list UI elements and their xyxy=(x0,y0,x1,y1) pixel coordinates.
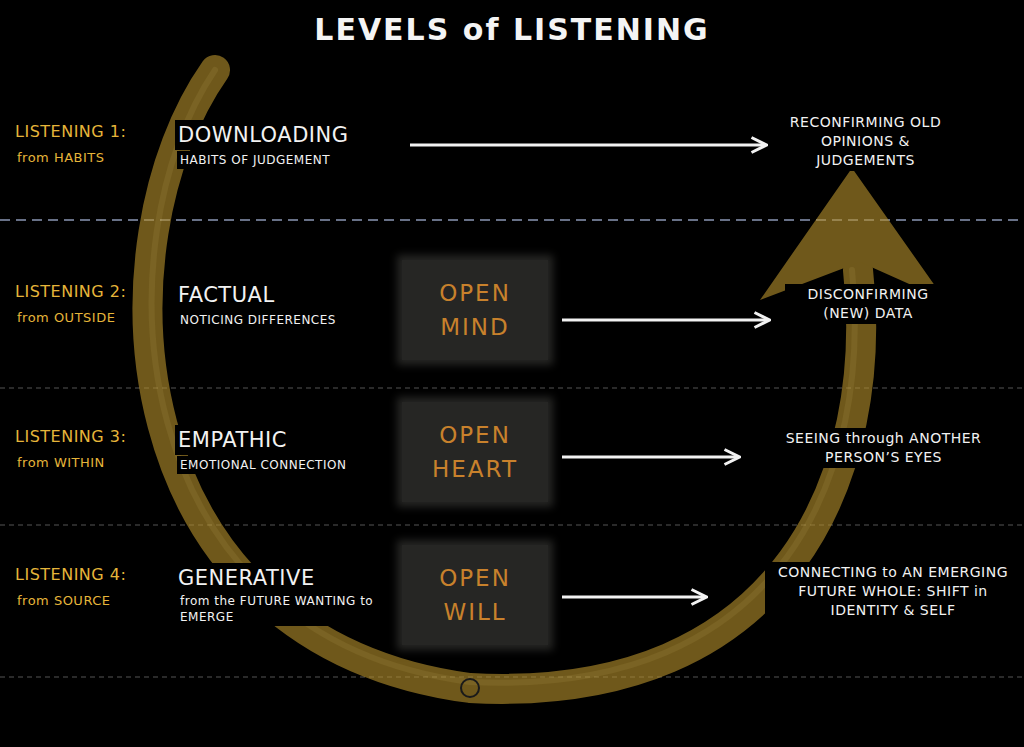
mindset-label: OPEN MIND xyxy=(439,276,511,345)
row-arrow xyxy=(410,144,765,147)
diagram-title: LEVELS of LISTENING xyxy=(308,12,715,47)
level-name: DOWNLOADING xyxy=(175,120,352,150)
mindset-label: OPEN WILL xyxy=(439,561,511,630)
mindset-box: OPEN MIND xyxy=(402,260,548,360)
level-name: GENERATIVE xyxy=(175,563,318,593)
mindset-label: OPEN HEART xyxy=(432,418,518,487)
cycle-arrow-stroke xyxy=(148,70,862,689)
row-arrow xyxy=(562,596,705,599)
level-outcome: DISCONFIRMING (NEW) DATA xyxy=(785,284,951,324)
level-source: from SOURCE xyxy=(14,591,114,611)
row-separator xyxy=(0,525,1024,526)
level-description: from the FUTURE WANTING to EMERGE xyxy=(177,592,383,626)
level-number: LISTENING 3: xyxy=(12,425,129,449)
level-outcome: SEEING through ANOTHER PERSON’S EYES xyxy=(748,428,1019,468)
mindset-box: OPEN WILL xyxy=(402,545,548,645)
level-description: HABITS OF JUDGEMENT xyxy=(177,151,333,169)
level-source: from OUTSIDE xyxy=(14,308,118,328)
mindset-box: OPEN HEART xyxy=(402,402,548,502)
level-source: from HABITS xyxy=(14,148,108,168)
level-number: LISTENING 4: xyxy=(12,563,129,587)
level-number: LISTENING 2: xyxy=(12,280,129,304)
level-name: FACTUAL xyxy=(175,280,278,310)
cycle-arrow-brush xyxy=(152,70,855,683)
level-outcome: CONNECTING to AN EMERGING FUTURE WHOLE: … xyxy=(765,562,1021,621)
row-arrow xyxy=(562,319,768,322)
level-outcome: RECONFIRMING OLD OPINIONS & JUDGEMENTS xyxy=(780,112,951,171)
level-source: from WITHIN xyxy=(14,453,108,473)
cycle-arrowhead xyxy=(760,168,945,300)
level-description: NOTICING DIFFERENCES xyxy=(177,311,339,329)
level-name: EMPATHIC xyxy=(175,425,290,455)
row-arrow xyxy=(562,456,738,459)
level-description: EMOTIONAL CONNECTION xyxy=(177,456,349,474)
level-number: LISTENING 1: xyxy=(12,120,129,144)
smiley-dot xyxy=(461,679,479,697)
